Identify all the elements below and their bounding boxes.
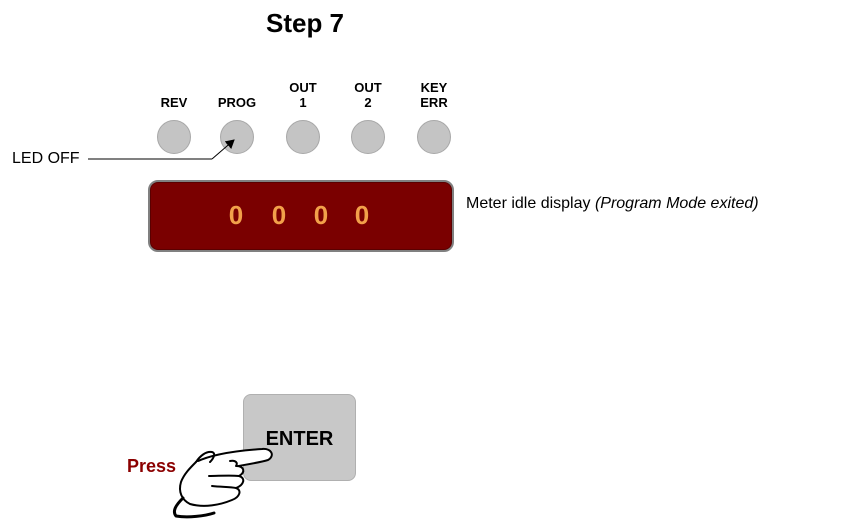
pointing-hand-icon (172, 447, 273, 519)
display-caption: Meter idle display (Program Mode exited) (466, 195, 759, 213)
led-label-prog-line2: PROG (217, 95, 257, 110)
led-rev (157, 120, 191, 154)
led-off-label: LED OFF (12, 150, 80, 167)
display-digit-2: 0 (271, 200, 287, 230)
led-label-out1: OUT 1 (273, 80, 333, 110)
led-label-prog: PROG (207, 80, 267, 110)
display-digit-4: 0 (354, 200, 370, 230)
led-label-out2: OUT 2 (338, 80, 398, 110)
led-label-keyerr-line1: KEY (420, 80, 448, 95)
meter-display (148, 180, 454, 252)
led-label-out2-line1: OUT (354, 80, 382, 95)
display-caption-note: (Program Mode exited) (594, 195, 759, 212)
led-label-out1-line2: 1 (299, 95, 307, 110)
led-label-rev: REV (144, 80, 204, 110)
display-digit-3: 0 (313, 200, 329, 230)
led-off-callout-arrow (88, 139, 235, 160)
enter-button-label: ENTER (265, 428, 334, 450)
display-digit-1: 0 (228, 200, 244, 230)
press-label: Press (127, 456, 177, 476)
led-label-out1-line1: OUT (289, 80, 317, 95)
led-out1 (286, 120, 320, 154)
led-label-keyerr: KEY ERR (404, 80, 464, 110)
led-out2 (351, 120, 385, 154)
enter-button[interactable] (243, 394, 356, 481)
led-label-keyerr-line2: ERR (420, 95, 448, 110)
led-label-out2-line2: 2 (364, 95, 372, 110)
led-label-rev-line2: REV (160, 95, 188, 110)
led-keyerr (417, 120, 451, 154)
step-title: Step 7 (265, 8, 345, 38)
display-caption-main: Meter idle display (466, 195, 595, 212)
